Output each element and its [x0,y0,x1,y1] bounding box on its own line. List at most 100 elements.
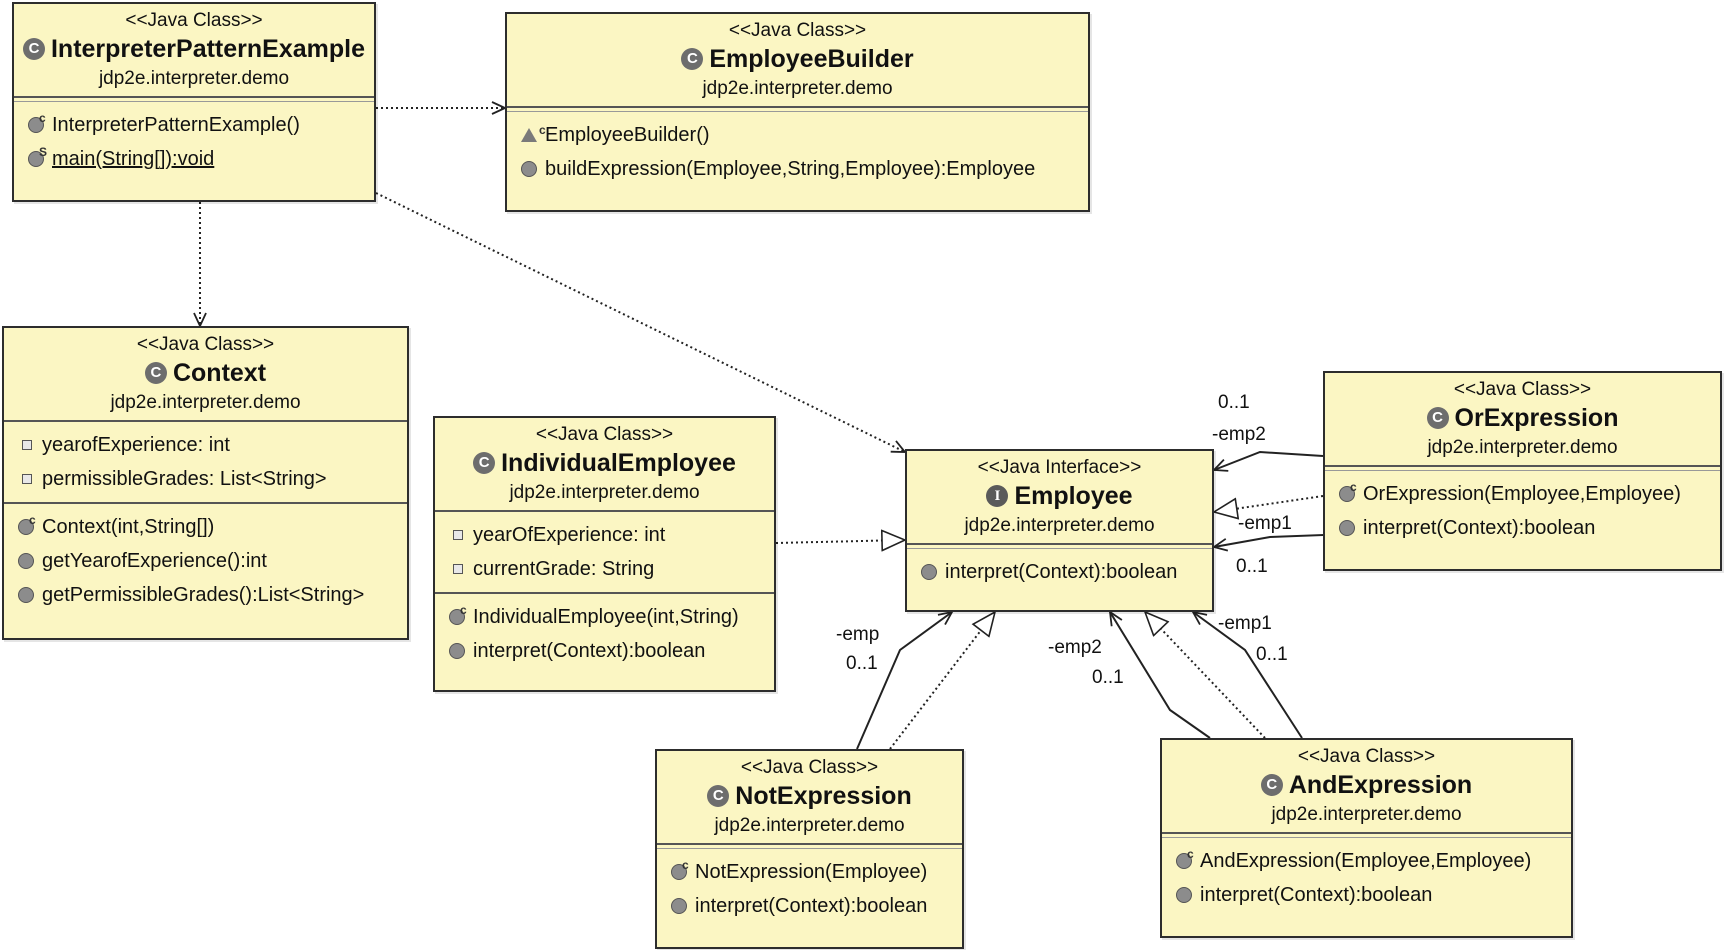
method-row[interactable]: c NotExpression(Employee) [671,855,962,889]
method-signature: interpret(Context):boolean [473,639,706,662]
method-row[interactable]: getYearofExperience():int [18,544,407,578]
stereotype: <<Java Class>> [136,334,275,355]
class-context[interactable]: <<Java Class>> C Context jdp2e.interpret… [2,326,409,640]
class-icon: C [707,785,730,807]
class-icon: C [22,38,45,60]
class-name: C InterpreterPatternExample [14,32,374,66]
stereotype: <<Java Class>> [740,757,879,778]
class-name: C Context [4,356,407,390]
method-row[interactable]: interpret(Context):boolean [671,889,962,923]
field-signature: permissibleGrades: List<String> [42,467,327,490]
package-name: jdp2e.interpreter.demo [714,815,905,836]
method-row[interactable]: getPermissibleGrades():List<String> [18,578,407,612]
method-row[interactable]: c EmployeeBuilder() [521,118,1088,152]
method-signature: buildExpression(Employee,String,Employee… [545,157,1036,180]
methods-compartment: c IndividualEmployee(int,String) interpr… [435,594,774,674]
method-row[interactable]: interpret(Context):boolean [1176,878,1571,912]
method-row[interactable]: interpret(Context):boolean [921,555,1212,589]
association-line-and-emp2 [1110,612,1211,739]
field-row[interactable]: yearOfExperience: int [449,518,774,552]
method-row[interactable]: c AndExpression(Employee,Employee) [1176,844,1571,878]
class-employee-builder[interactable]: <<Java Class>> C EmployeeBuilder jdp2e.i… [505,12,1090,212]
methods-compartment: c InterpreterPatternExample() S main(Str… [14,102,374,182]
private-field-icon [22,474,32,484]
class-header: <<Java Class>> C AndExpression jdp2e.int… [1162,740,1571,828]
package-name: jdp2e.interpreter.demo [964,515,1155,536]
stereotype: <<Java Class>> [125,10,263,31]
method-row[interactable]: c IndividualEmployee(int,String) [449,600,774,634]
methods-compartment: c EmployeeBuilder() buildExpression(Empl… [507,112,1088,192]
constructor-icon: c [1339,480,1357,502]
realization-line-or [1214,495,1324,512]
stereotype: <<Java Interface>> [977,457,1142,478]
class-header: <<Java Class>> C InterpreterPatternExamp… [14,4,374,92]
field-signature: currentGrade: String [473,557,655,580]
method-row[interactable]: S main(String[]):void [28,142,374,176]
compartment-divider [907,543,1212,549]
method-icon [18,553,34,569]
method-signature: interpret(Context):boolean [695,894,928,917]
methods-compartment: c AndExpression(Employee,Employee) inter… [1162,838,1571,918]
method-row[interactable]: c InterpreterPatternExample() [28,108,374,142]
method-signature: NotExpression(Employee) [695,860,928,883]
method-row[interactable]: interpret(Context):boolean [1339,511,1720,545]
class-icon: C [1260,774,1283,796]
field-row[interactable]: yearofExperience: int [18,428,407,462]
interface-icon: I [986,485,1009,507]
class-header: <<Java Class>> C OrExpression jdp2e.inte… [1325,373,1720,461]
class-header: <<Java Class>> C NotExpression jdp2e.int… [657,751,962,839]
method-row[interactable]: c Context(int,String[]) [18,510,407,544]
method-row[interactable]: interpret(Context):boolean [449,634,774,668]
compartment-divider [1162,832,1571,838]
method-icon [671,898,687,914]
field-row[interactable]: currentGrade: String [449,552,774,586]
method-signature: interpret(Context):boolean [945,560,1178,583]
multiplicity-label: 0..1 [1236,556,1268,577]
package-name: jdp2e.interpreter.demo [98,68,290,89]
dependency-line-employee [375,192,905,452]
static-method-icon: S [28,145,47,167]
methods-compartment: c OrExpression(Employee,Employee) interp… [1325,471,1720,551]
class-icon: C [144,362,167,384]
method-signature: AndExpression(Employee,Employee) [1200,849,1532,872]
method-signature: Context(int,String[]) [42,515,215,538]
class-name: C NotExpression [657,779,962,813]
methods-compartment: interpret(Context):boolean [907,549,1212,595]
multiplicity-label: 0..1 [1218,392,1250,413]
constructor-icon: c [671,858,689,880]
role-label: -emp1 [1238,513,1292,534]
class-and-expression[interactable]: <<Java Class>> C AndExpression jdp2e.int… [1160,738,1573,938]
package-name: jdp2e.interpreter.demo [702,78,893,99]
private-field-icon [453,530,463,540]
class-individual-employee[interactable]: <<Java Class>> C IndividualEmployee jdp2… [433,416,776,692]
protected-constructor-icon: c [521,123,546,142]
package-name: jdp2e.interpreter.demo [1427,437,1618,458]
class-interpreter-pattern-example[interactable]: <<Java Class>> C InterpreterPatternExamp… [12,2,376,202]
private-field-icon [453,564,463,574]
compartment-divider [657,843,962,849]
class-header: <<Java Interface>> I Employee jdp2e.inte… [907,451,1212,539]
package-name: jdp2e.interpreter.demo [509,482,700,503]
interface-employee[interactable]: <<Java Interface>> I Employee jdp2e.inte… [905,449,1214,612]
compartment-divider [507,106,1088,112]
method-signature: getYearofExperience():int [42,549,267,572]
method-row[interactable]: c OrExpression(Employee,Employee) [1339,477,1720,511]
method-row[interactable]: buildExpression(Employee,String,Employee… [521,152,1088,186]
method-signature: OrExpression(Employee,Employee) [1363,482,1681,505]
field-signature: yearOfExperience: int [473,523,666,546]
method-signature: InterpreterPatternExample() [52,113,300,136]
class-header: <<Java Class>> C IndividualEmployee jdp2… [435,418,774,506]
compartment-divider [14,96,374,102]
role-label: -emp2 [1048,637,1102,658]
class-icon: C [681,48,704,70]
role-label: -emp1 [1218,613,1272,634]
class-not-expression[interactable]: <<Java Class>> C NotExpression jdp2e.int… [655,749,964,949]
constructor-icon: c [449,603,467,625]
class-or-expression[interactable]: <<Java Class>> C OrExpression jdp2e.inte… [1323,371,1722,571]
method-icon [1176,887,1192,903]
constructor-icon: c [1176,847,1194,869]
field-row[interactable]: permissibleGrades: List<String> [18,462,407,496]
class-header: <<Java Class>> C Context jdp2e.interpret… [4,328,407,416]
stereotype: <<Java Class>> [728,20,867,41]
method-icon [449,643,465,659]
